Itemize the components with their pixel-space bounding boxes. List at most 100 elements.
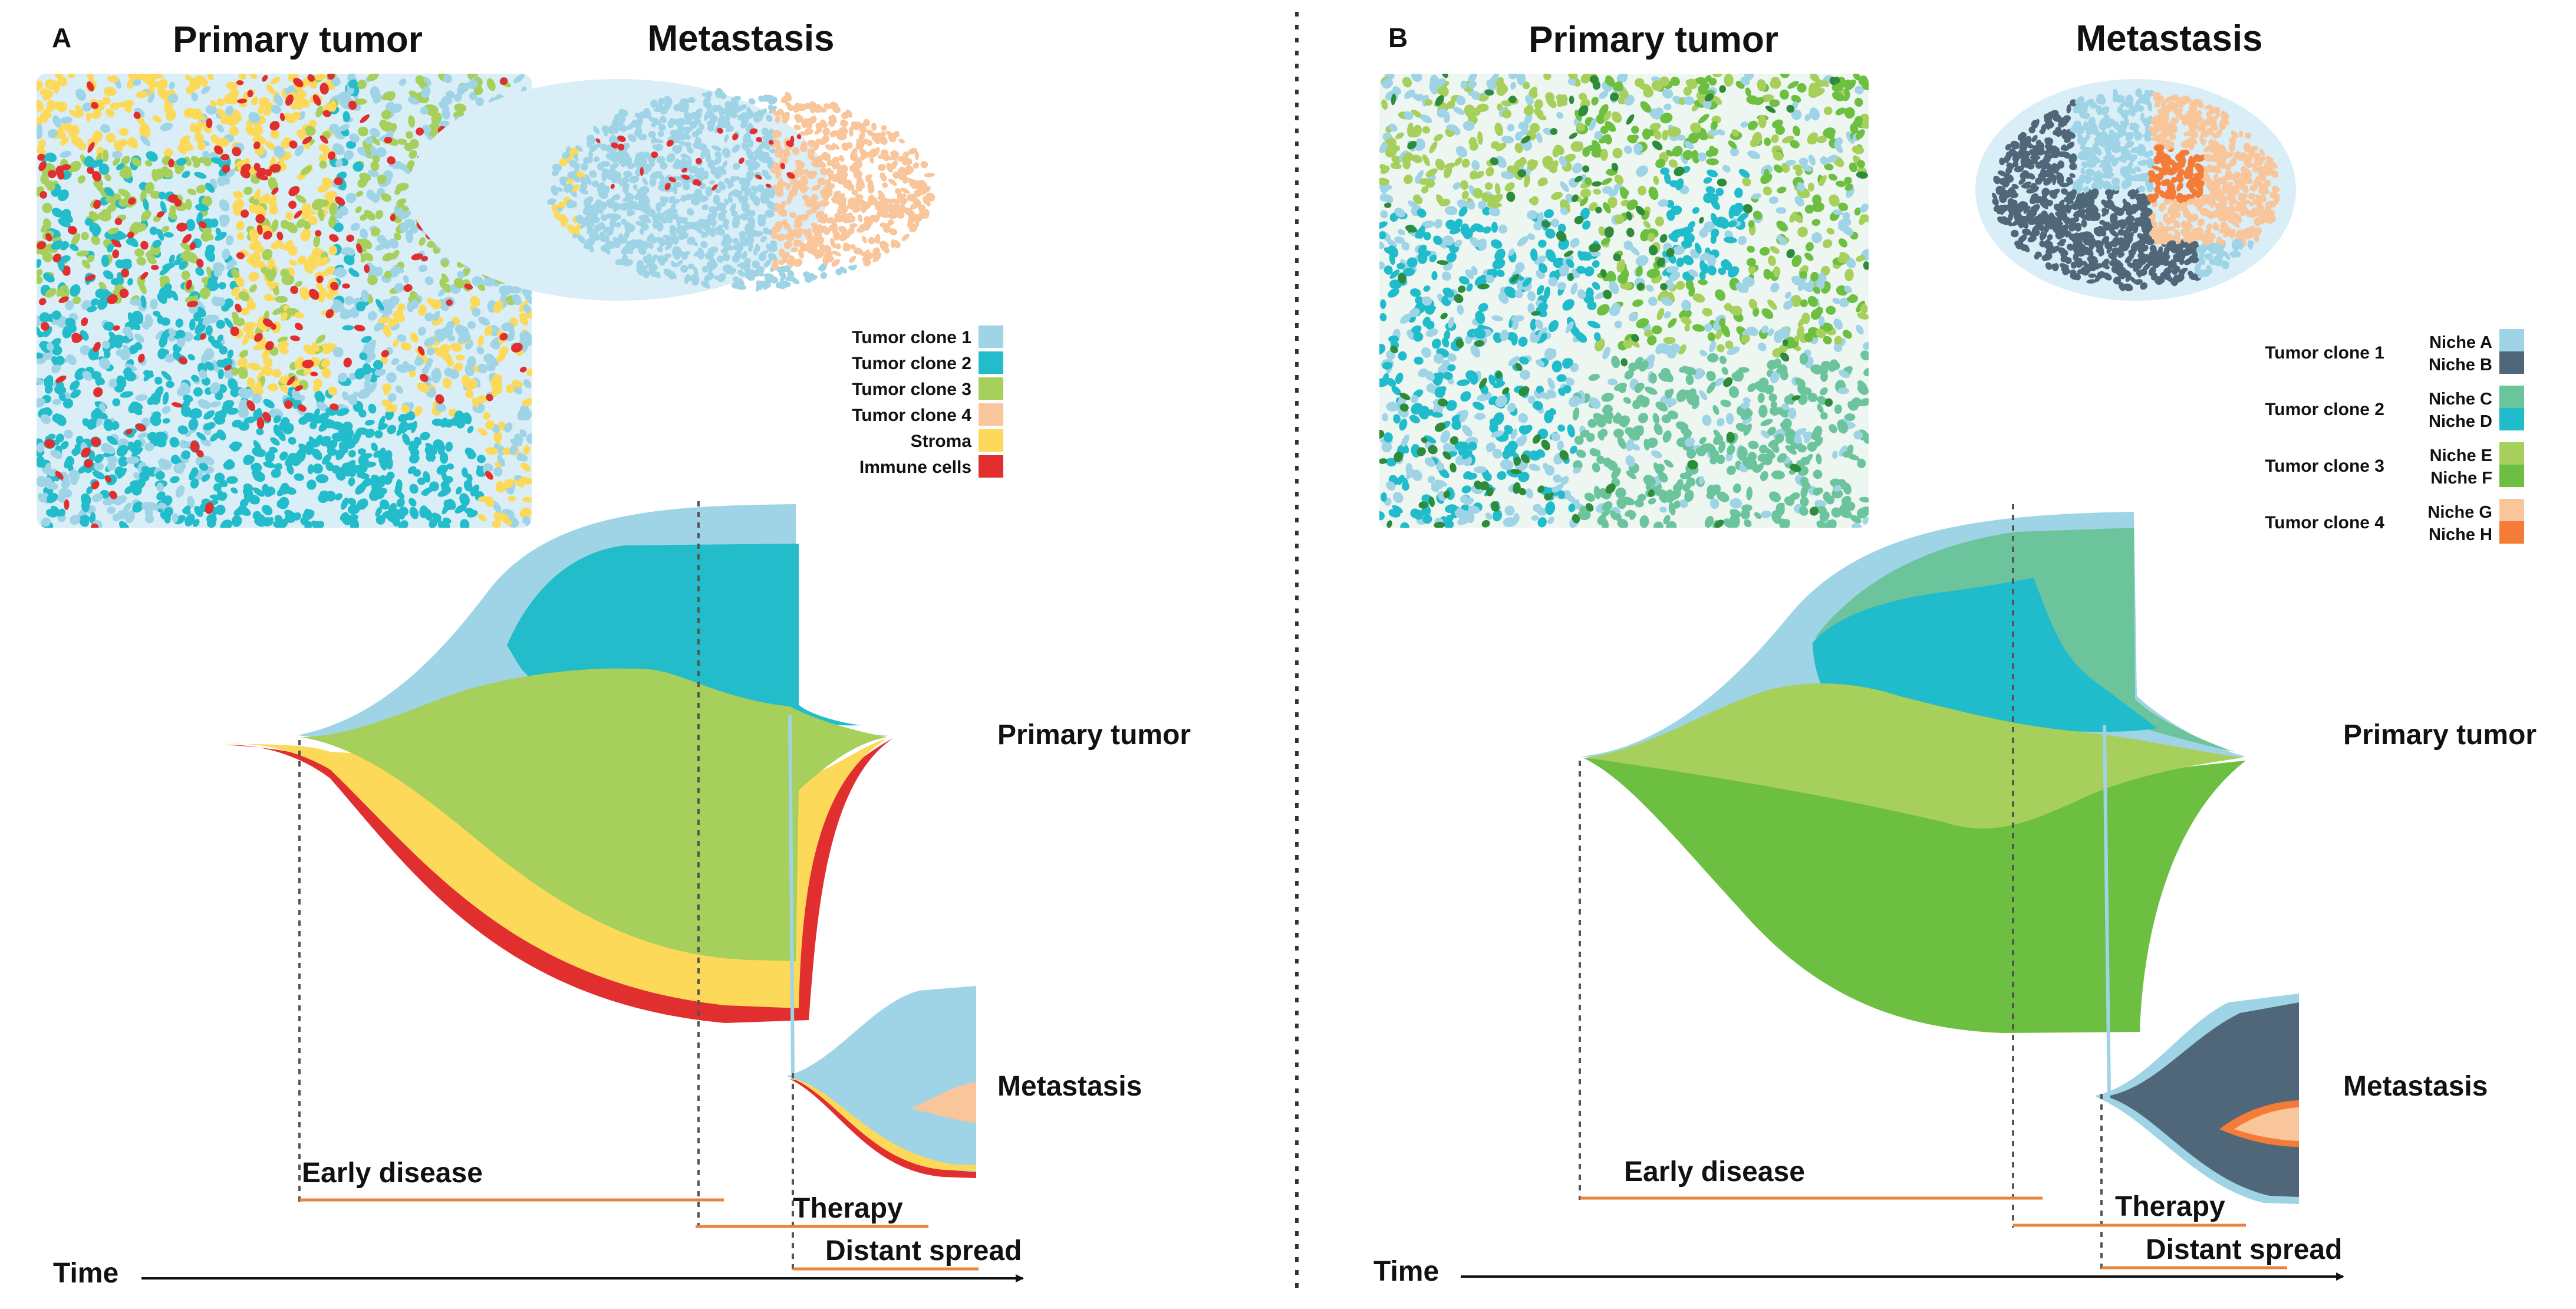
- immune-cell: [334, 177, 343, 186]
- tissue-cell: [149, 74, 159, 79]
- tissue-cell: [216, 320, 226, 329]
- tissue-cell: [188, 418, 199, 430]
- legend-a-swatch: [979, 351, 1003, 374]
- panel-b-heading-metastasis: Metastasis: [2076, 18, 2262, 59]
- tissue-cell: [169, 205, 176, 216]
- tissue-cell: [267, 383, 279, 392]
- tissue-cell: [144, 182, 154, 194]
- tissue-cell: [162, 406, 171, 414]
- tissue-cell: [128, 74, 139, 81]
- tissue-cell: [862, 235, 867, 244]
- legend-a-swatch: [979, 455, 1003, 478]
- tissue-cell: [150, 190, 162, 199]
- tissue-cell: [357, 80, 367, 90]
- tissue-cell: [375, 210, 384, 219]
- panel-a: A Primary tumor Metastasis Tumor clone 1…: [37, 18, 1191, 1289]
- tissue-cell: [350, 222, 360, 231]
- legend-a-label: Tumor clone 1: [852, 328, 971, 347]
- tissue-cell: [483, 353, 495, 363]
- tissue-cell: [477, 335, 484, 347]
- legend-a-label: Immune cells: [859, 458, 971, 477]
- tissue-cell: [74, 367, 86, 380]
- tissue-cell: [37, 352, 44, 359]
- legend-a-label: Stroma: [911, 432, 972, 451]
- panel-a-heading-primary: Primary tumor: [173, 19, 423, 60]
- tissue-cell: [42, 202, 52, 213]
- panel-a-letter: A: [52, 22, 71, 53]
- tissue-cell: [256, 428, 264, 436]
- tissue-cell: [384, 271, 392, 279]
- tissue-cell: [370, 136, 380, 146]
- tissue-cell: [882, 182, 888, 189]
- panel-a-metastasis-label: Metastasis: [997, 1071, 1142, 1102]
- panel-a-spread-label: Distant spread: [825, 1235, 1022, 1267]
- tissue-cell: [200, 438, 211, 446]
- tissue-cell: [183, 331, 193, 342]
- tissue-cell: [275, 295, 288, 303]
- tissue-cell: [420, 432, 430, 440]
- tissue-cell: [355, 206, 362, 213]
- tissue-cell: [213, 483, 222, 492]
- tissue-cell: [243, 322, 257, 328]
- tissue-cell: [37, 269, 43, 277]
- tissue-cell: [309, 422, 317, 429]
- tissue-cell: [175, 318, 184, 328]
- tissue-cell: [37, 100, 44, 112]
- tissue-cell: [456, 354, 465, 361]
- tissue-cell: [395, 385, 403, 394]
- tissue-cell: [127, 79, 134, 89]
- tissue-cell: [294, 473, 304, 481]
- tissue-cell: [358, 126, 368, 137]
- tissue-cell: [307, 479, 317, 490]
- panel-a-primary-label: Primary tumor: [997, 719, 1191, 751]
- tissue-cell: [193, 160, 200, 168]
- tissue-cell: [367, 275, 378, 285]
- tissue-cell: [292, 111, 301, 121]
- legend-a-swatch: [979, 403, 1003, 426]
- tissue-cell: [347, 498, 357, 505]
- legend-a-label: Tumor clone 3: [852, 380, 971, 399]
- panel-b-letter: B: [1388, 22, 1408, 53]
- tissue-cell: [332, 143, 345, 156]
- tissue-cell: [398, 520, 409, 528]
- tissue-cell: [426, 347, 434, 356]
- tissue-cell: [224, 298, 234, 308]
- tissue-cell: [230, 487, 238, 494]
- tissue-cell: [155, 330, 164, 340]
- tissue-cell: [185, 74, 192, 81]
- tissue-cell: [399, 223, 409, 232]
- tissue-cell: [409, 507, 419, 519]
- tissue-cell: [920, 161, 928, 169]
- tissue-cell: [694, 221, 702, 228]
- tissue-cell: [858, 214, 862, 222]
- panel-b-heading-primary: Primary tumor: [1529, 19, 1778, 60]
- tissue-cell: [888, 179, 897, 186]
- panel-a-heading-metastasis: Metastasis: [647, 18, 834, 59]
- tissue-cell: [1382, 413, 1389, 422]
- tissue-cell: [112, 151, 123, 159]
- tissue-cell: [70, 284, 81, 297]
- tissue-cell: [667, 120, 674, 129]
- tissue-cell: [157, 88, 169, 100]
- tissue-cell: [361, 336, 372, 343]
- tissue-cell: [81, 259, 91, 269]
- tissue-cell: [100, 124, 111, 133]
- legend-a-swatch: [979, 325, 1003, 348]
- tissue-cell: [90, 298, 99, 307]
- tissue-cell: [409, 484, 419, 494]
- tissue-cell: [238, 74, 246, 80]
- tissue-cell: [764, 275, 772, 284]
- tissue-cell: [115, 259, 125, 269]
- tissue-cell: [356, 472, 370, 479]
- tissue-cell: [459, 493, 470, 506]
- tissue-cell: [37, 276, 43, 284]
- panel-a-primary-tissue-map: [37, 74, 532, 528]
- tissue-cell: [924, 172, 935, 177]
- tissue-cell: [849, 255, 857, 263]
- panel-a-early-label: Early disease: [302, 1157, 483, 1189]
- tissue-cell: [445, 442, 453, 452]
- legend-a-label: Tumor clone 2: [852, 354, 971, 373]
- tissue-cell: [170, 455, 180, 465]
- legend-a-swatch: [979, 377, 1003, 400]
